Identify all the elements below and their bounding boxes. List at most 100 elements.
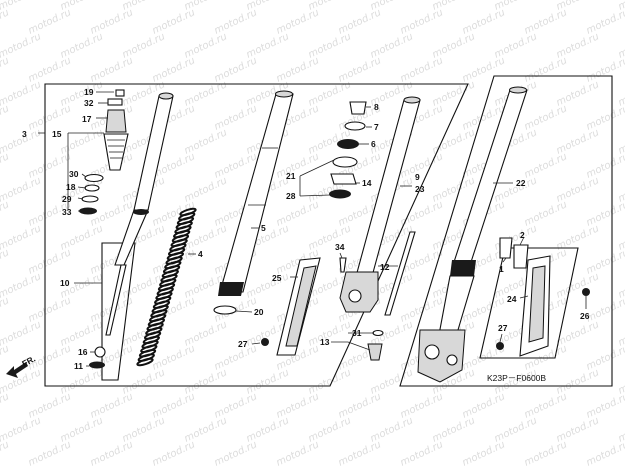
watermark-text: motod.ru	[275, 151, 321, 180]
callout-18a: 18	[66, 182, 76, 192]
watermark-text: motod.ru	[399, 55, 445, 84]
watermark-text: motod.ru	[213, 391, 259, 420]
watermark-text: motod.ru	[585, 103, 625, 132]
callout-29: 29	[62, 194, 72, 204]
callout-12: 12	[380, 262, 390, 272]
bolt-34	[339, 257, 347, 273]
callout-15: 15	[52, 129, 62, 139]
callout-24: 24	[507, 294, 517, 304]
watermark-text: motod.ru	[523, 55, 569, 84]
bolt-19	[115, 89, 125, 97]
callout-11: 11	[74, 361, 83, 371]
callout-14: 14	[362, 178, 372, 188]
watermark-text: motod.ru	[337, 439, 383, 468]
callout-27b: 27	[498, 323, 508, 333]
watermark-text: motod.ru	[399, 199, 445, 228]
oil-seal-6	[337, 139, 359, 149]
watermark-text: motod.ru	[89, 55, 135, 84]
arrow-icon	[6, 362, 28, 378]
watermark-text: motod.ru	[89, 7, 135, 36]
oring-20	[213, 305, 237, 315]
callout-7: 7	[374, 122, 379, 132]
bushing-28	[329, 189, 351, 199]
watermark-text: motod.ru	[523, 103, 569, 132]
watermark-text: motod.ru	[27, 7, 73, 36]
washer-30	[84, 173, 104, 183]
watermark-text: motod.ru	[0, 7, 11, 36]
watermark-text: motod.ru	[461, 295, 507, 324]
watermark-text: motod.ru	[585, 199, 625, 228]
watermark-text: motod.ru	[617, 0, 625, 13]
dust-seal-8	[349, 101, 367, 115]
callout-23: 23	[415, 184, 425, 194]
callout-numbers: 3 19 32 17 15 30 18 29 33 10 4 5 20 25 2…	[22, 87, 590, 371]
collar-32	[107, 98, 123, 106]
watermark-text: motod.ru	[27, 439, 73, 468]
callout-2: 2	[520, 230, 525, 240]
watermark-text: motod.ru	[585, 151, 625, 180]
valve-13	[367, 343, 383, 361]
callout-4: 4	[198, 249, 203, 259]
watermark-text: motod.ru	[89, 199, 135, 228]
watermark-text: motod.ru	[275, 55, 321, 84]
watermark-text: motod.ru	[151, 343, 197, 372]
watermark-text: motod.ru	[89, 439, 135, 468]
watermark-text: motod.ru	[213, 439, 259, 468]
callout-21: 21	[286, 171, 296, 181]
watermark-text: motod.ru	[585, 295, 625, 324]
left-outer-tube-9	[339, 96, 421, 361]
watermark-text: motod.ru	[523, 199, 569, 228]
rebound-adjuster-17	[105, 109, 127, 133]
watermark-text: motod.ru	[585, 439, 625, 468]
callout-26: 26	[580, 311, 590, 321]
watermark-text: motod.ru	[27, 247, 73, 276]
watermark-text: motod.ru	[27, 103, 73, 132]
watermark-text: motod.ru	[461, 7, 507, 36]
right-fork-leg-22	[417, 86, 590, 383]
right-assembly-frame	[399, 75, 613, 387]
watermark-text: motod.ru	[461, 391, 507, 420]
guard-subframe	[479, 247, 579, 359]
watermark-text: motod.ru	[337, 7, 383, 36]
watermark-text: motod.ru	[461, 55, 507, 84]
watermark-text: motod.ru	[0, 199, 11, 228]
callout-3: 3	[22, 129, 27, 139]
watermark-text: motod.ru	[0, 247, 11, 276]
seal-33	[79, 207, 97, 215]
watermark-text: motod.ru	[585, 247, 625, 276]
outer-tube-5	[213, 90, 294, 315]
watermark-text: motod.ru	[151, 7, 197, 36]
callout-34: 34	[335, 242, 345, 252]
watermark-text: motod.ru	[0, 439, 11, 468]
watermark-text: motod.ru	[399, 7, 445, 36]
watermark-text: motod.ru	[89, 391, 135, 420]
diagram-code: K23P－F0600B	[487, 373, 546, 383]
watermark-text: motod.ru	[337, 391, 383, 420]
spring-coil	[136, 357, 154, 367]
seal-31	[372, 329, 384, 337]
watermark-text: motod.ru	[151, 55, 197, 84]
left-assembly-frame	[44, 83, 469, 387]
watermark-text: motod.ru	[213, 7, 259, 36]
callout-13: 13	[320, 337, 330, 347]
watermark-text: motod.ru	[275, 7, 321, 36]
bolt-27a	[261, 338, 269, 346]
clip-14	[330, 173, 357, 185]
callout-9: 9	[415, 172, 420, 182]
seal-stack	[329, 101, 367, 199]
watermark-text: motod.ru	[0, 343, 11, 372]
callout-30: 30	[69, 169, 79, 179]
bolt-26	[582, 288, 590, 296]
ring-29	[81, 195, 99, 203]
leader-lines	[38, 91, 587, 367]
clip-7	[344, 121, 366, 131]
axle-holder-right	[417, 329, 466, 383]
bolt-27b	[496, 342, 504, 350]
fork-spring-4	[136, 207, 197, 367]
inner-tube-10	[105, 92, 174, 336]
callout-22: 22	[516, 178, 526, 188]
washer-11	[89, 361, 105, 369]
watermark-text: motod.ru	[213, 151, 259, 180]
nut-16	[94, 346, 106, 358]
